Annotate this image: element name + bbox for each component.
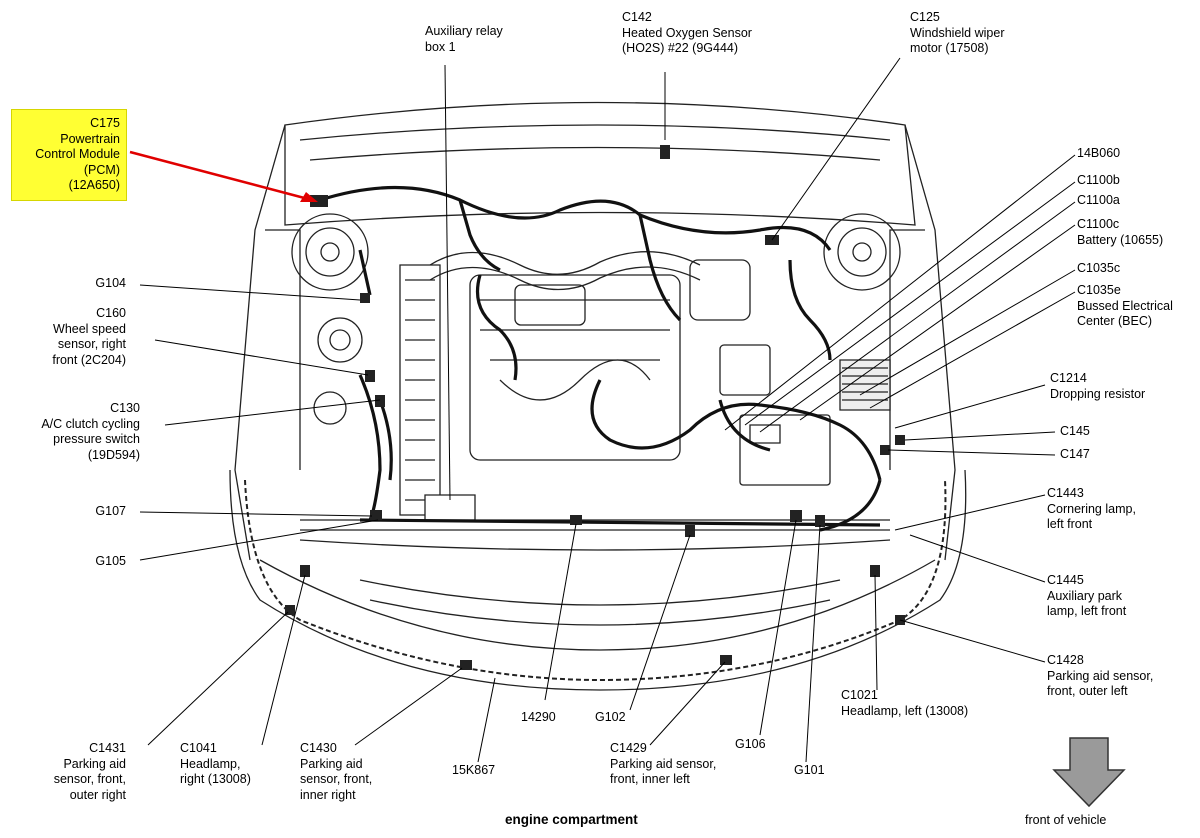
label-c142: C142 Heated Oxygen Sensor (HO2S) #22 (9G…	[622, 10, 752, 55]
label-g107: G107	[95, 504, 126, 518]
front-of-vehicle-arrow	[1052, 737, 1126, 808]
label-g106: G106	[735, 737, 766, 751]
leader-c130	[165, 400, 380, 425]
engine-block	[470, 275, 680, 460]
leader-c1428	[900, 620, 1045, 662]
label-c147: C147	[1060, 447, 1090, 461]
leader-c1021	[875, 575, 877, 690]
label-c1429: C1429 Parking aid sensor, front, inner l…	[610, 741, 717, 786]
leader-15k867	[478, 678, 495, 762]
leader-c1035c	[860, 270, 1075, 395]
label-c1041: C1041 Headlamp, right (13008)	[180, 741, 251, 786]
bumper-outline	[230, 470, 966, 690]
label-c1100b: C1100b	[1077, 173, 1120, 187]
leader-c147	[888, 450, 1055, 455]
label-g102: G102	[595, 710, 626, 724]
label-g104: G104	[95, 276, 126, 290]
leader-c1100a	[760, 202, 1075, 432]
label-c1445: C1445 Auxiliary park lamp, left front	[1047, 573, 1127, 618]
leader-g105	[140, 520, 378, 560]
label-front-of-vehicle: front of vehicle	[1025, 813, 1107, 827]
label-c125: C125 Windshield wiper motor (17508)	[910, 10, 1005, 55]
leader-c145	[905, 432, 1055, 440]
leader-c1100b	[745, 182, 1075, 425]
cowl-panel	[300, 125, 890, 140]
label-c1431: C1431 Parking aid sensor, front, outer r…	[53, 741, 126, 802]
leader-c175-highlight	[130, 152, 312, 200]
leader-c1430	[355, 668, 462, 745]
left-strut-tower	[824, 214, 900, 290]
label-g105: G105	[95, 554, 126, 568]
leader-g106	[760, 520, 796, 735]
label-c1430: C1430 Parking aid sensor, front, inner r…	[300, 741, 373, 802]
label-c1100a: C1100a	[1077, 193, 1120, 207]
leader-c1035e	[870, 292, 1075, 408]
label-c1100c-battery: C1100c Battery (10655)	[1077, 217, 1164, 247]
label-c1428: C1428 Parking aid sensor, front, outer l…	[1047, 653, 1154, 698]
label-auxiliary-relay-box: Auxiliary relay box 1	[425, 24, 503, 54]
bumper-wire-harness	[245, 480, 945, 680]
right-strut-tower	[292, 214, 368, 290]
left-fender-outline	[905, 125, 955, 560]
leader-g102	[630, 535, 690, 710]
leader-c1445	[910, 535, 1045, 582]
leader-c125	[772, 58, 900, 240]
radiator	[400, 265, 440, 515]
label-g101: G101	[794, 763, 825, 777]
right-fender-outline	[235, 125, 285, 560]
label-c1021: C1021 Headlamp, left (13008)	[841, 688, 969, 718]
leader-g101	[806, 525, 820, 762]
label-c1443: C1443 Cornering lamp, left front	[1047, 486, 1136, 531]
label-c1035c: C1035c	[1077, 261, 1121, 275]
label-c175-pcm: C175 Powertrain Control Module (PCM) (12…	[11, 109, 127, 201]
leader-g104	[140, 285, 360, 300]
leader-14290	[545, 524, 576, 700]
battery	[740, 415, 830, 485]
leader-c1443	[895, 495, 1045, 530]
leader-c1429	[650, 662, 725, 745]
leader-c1214	[895, 385, 1045, 428]
leader-c1100c	[800, 225, 1075, 420]
label-14290: 14290	[521, 710, 556, 724]
leader-c1431	[148, 612, 288, 745]
label-c130: C130 A/C clutch cycling pressure switch …	[41, 401, 140, 462]
leader-g107	[140, 512, 372, 516]
main-wire-harness	[320, 188, 830, 251]
leader-c1041	[262, 575, 305, 745]
label-c1214: C1214 Dropping resistor	[1050, 371, 1146, 401]
label-14b060: 14B060	[1077, 146, 1121, 160]
diagram-caption: engine compartment	[505, 812, 638, 827]
leader-aux-relay	[445, 65, 450, 500]
label-c1035e-bec: C1035e Bussed Electrical Center (BEC)	[1077, 283, 1173, 328]
label-15k867: 15K867	[452, 763, 496, 777]
label-c145: C145	[1060, 424, 1090, 438]
leader-c160	[155, 340, 368, 375]
leader-14b060	[725, 155, 1075, 430]
label-c160: C160 Wheel speed sensor, right front (2C…	[52, 306, 126, 367]
firewall-outline	[285, 103, 915, 226]
